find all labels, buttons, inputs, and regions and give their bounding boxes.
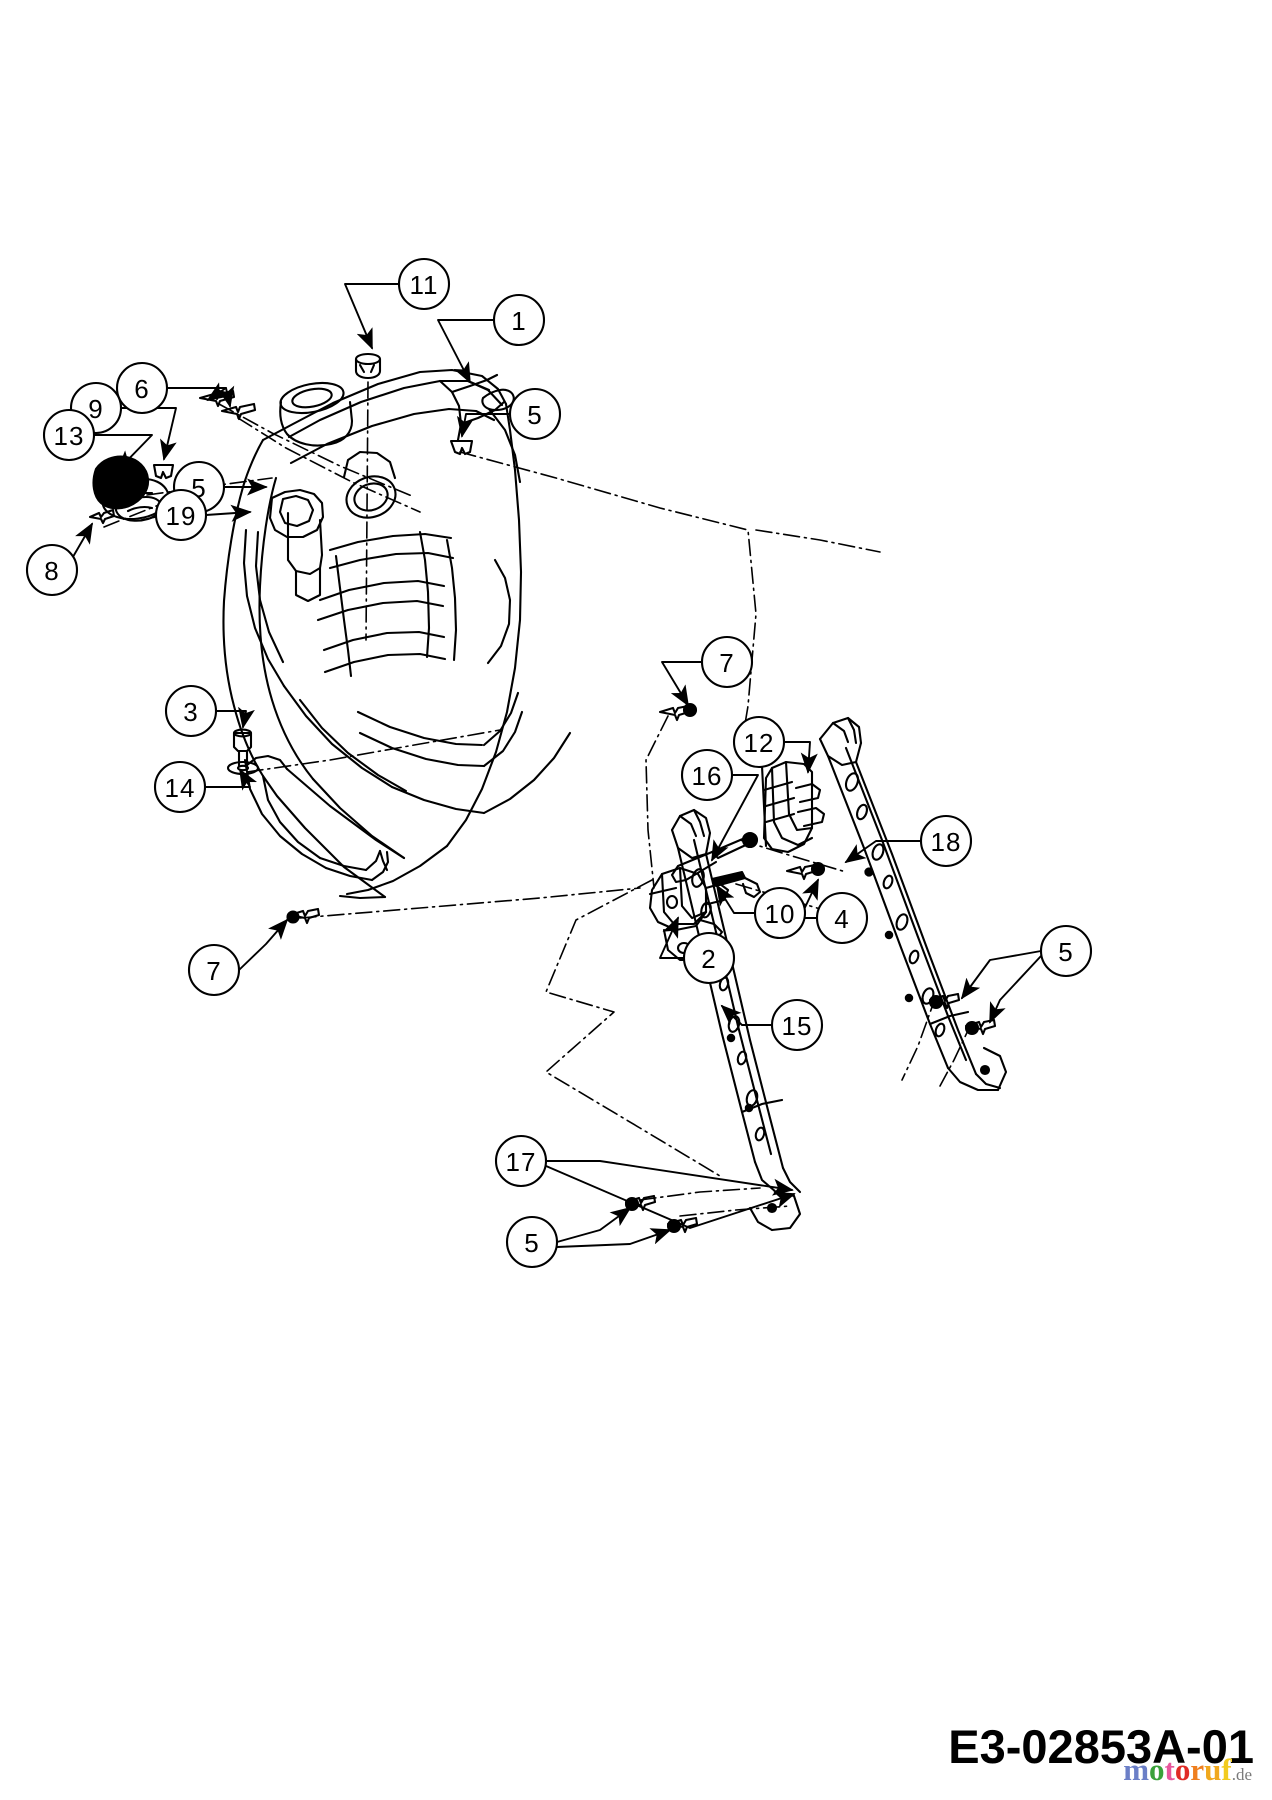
callout-12[interactable]: 12 — [732, 715, 786, 769]
callout-5[interactable]: 5 — [1039, 924, 1093, 978]
callout-10[interactable]: 10 — [753, 886, 807, 940]
callout-circle — [753, 886, 807, 940]
callout-label: 7 — [719, 648, 734, 678]
callout-circle — [397, 257, 451, 311]
callout-label: 2 — [701, 944, 716, 974]
callout-label: 16 — [692, 761, 723, 791]
callout-label: 4 — [834, 904, 849, 934]
callout-4[interactable]: 4 — [815, 891, 869, 945]
callout-circle — [680, 748, 734, 802]
callout-14[interactable]: 14 — [153, 760, 207, 814]
bolt-washer-part3-14 — [226, 728, 260, 776]
callout-15[interactable]: 15 — [770, 998, 824, 1052]
callout-label: 15 — [782, 1011, 813, 1041]
callout-11[interactable]: 11 — [397, 257, 451, 311]
screw-group-part5a — [449, 439, 474, 456]
callout-7[interactable]: 7 — [187, 943, 241, 997]
push-rivet-part7b — [286, 907, 321, 925]
callout-2[interactable]: 2 — [682, 931, 736, 985]
callout-circle — [42, 408, 96, 462]
callout-label: 9 — [88, 394, 103, 424]
callout-7[interactable]: 7 — [700, 635, 754, 689]
callout-circle — [164, 684, 218, 738]
callout-label: 17 — [506, 1147, 537, 1177]
callout-circle — [153, 760, 207, 814]
callout-label: 8 — [44, 556, 59, 586]
callout-circle — [187, 943, 241, 997]
callout-16[interactable]: 16 — [680, 748, 734, 802]
callout-circle — [770, 998, 824, 1052]
callout-circle — [494, 1134, 548, 1188]
callout-circle — [492, 293, 546, 347]
callout-label: 11 — [410, 270, 439, 300]
callout-label: 3 — [183, 697, 198, 727]
callout-3[interactable]: 3 — [164, 684, 218, 738]
callout-circle — [682, 931, 736, 985]
callout-label: 5 — [1058, 937, 1073, 967]
console-body-outline — [222, 368, 572, 900]
callout-label: 7 — [206, 956, 221, 986]
callout-19[interactable]: 19 — [154, 488, 208, 542]
screw-part9 — [152, 463, 175, 480]
callout-label: 10 — [765, 899, 796, 929]
screw-part4 — [785, 861, 826, 881]
push-rivet-part7a — [658, 702, 698, 722]
callout-17[interactable]: 17 — [494, 1134, 548, 1188]
callout-label: 18 — [931, 827, 962, 857]
callout-label: 5 — [527, 400, 542, 430]
callout-label: 1 — [511, 306, 526, 336]
callout-1[interactable]: 1 — [492, 293, 546, 347]
callout-circle — [1039, 924, 1093, 978]
callout-circle — [732, 715, 786, 769]
fuel-cap-part11 — [354, 352, 382, 380]
callout-circle — [115, 361, 169, 415]
callout-circle — [919, 814, 973, 868]
callout-18[interactable]: 18 — [919, 814, 973, 868]
screw-part8 — [88, 508, 116, 525]
callout-circle — [25, 543, 79, 597]
latch-bracket-part12 — [760, 760, 826, 854]
callout-circle — [508, 387, 562, 441]
right-support-rail-part18 — [818, 716, 1008, 1092]
callout-5[interactable]: 5 — [508, 387, 562, 441]
callout-label: 6 — [134, 374, 149, 404]
callout-circle — [505, 1215, 559, 1269]
callout-8[interactable]: 8 — [25, 543, 79, 597]
callout-label: 14 — [165, 773, 196, 803]
callout-label: 5 — [524, 1228, 539, 1258]
callout-6[interactable]: 6 — [115, 361, 169, 415]
drawing-number: E3-02853A-01 — [948, 1720, 1254, 1773]
callout-circle — [815, 891, 869, 945]
axis-centerlines — [103, 381, 973, 1217]
link-rod-part10 — [710, 870, 762, 899]
callout-5[interactable]: 5 — [505, 1215, 559, 1269]
callout-label: 12 — [744, 728, 775, 758]
callout-label: 13 — [54, 421, 85, 451]
callout-circle — [700, 635, 754, 689]
callout-label: 19 — [166, 501, 197, 531]
callout-13[interactable]: 13 — [42, 408, 96, 462]
callout-circle — [154, 488, 208, 542]
